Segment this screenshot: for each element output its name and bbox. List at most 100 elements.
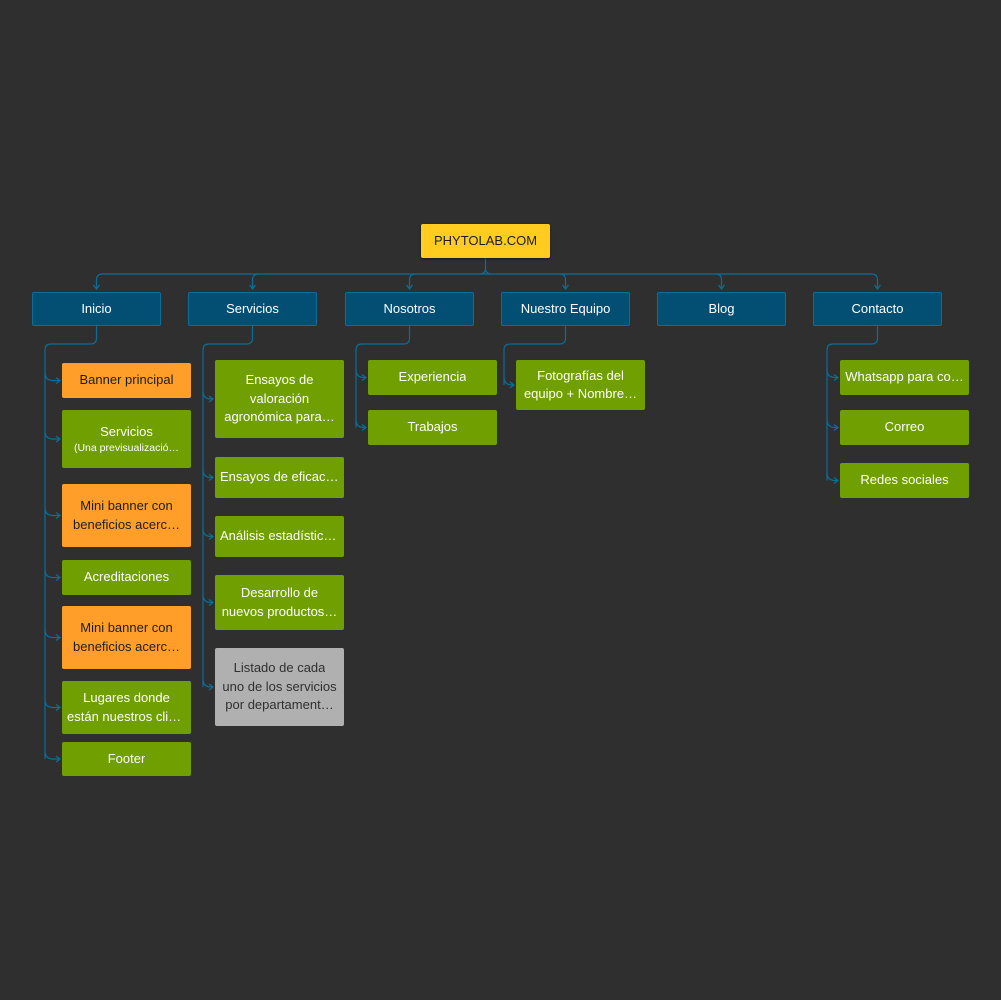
section-node-nuestro-equipo[interactable]: Nuestro Equipo bbox=[501, 292, 630, 326]
child-connector bbox=[355, 419, 366, 429]
child-connector-arrow bbox=[55, 377, 61, 384]
child-node-mini-banner-con[interactable]: Mini banner con beneficios acerc… bbox=[62, 606, 191, 669]
section-connector bbox=[95, 273, 103, 288]
node-label-line: beneficios acerc… bbox=[73, 516, 180, 532]
child-node-experiencia[interactable]: Experiencia bbox=[368, 360, 497, 395]
child-node-trabajos[interactable]: Trabajos bbox=[368, 410, 497, 445]
node-label-line: Correo bbox=[884, 419, 925, 435]
node-label-line: uno de los servicios bbox=[222, 678, 337, 694]
node-label-line: nuevos productos… bbox=[221, 603, 338, 619]
child-node-analisis-estadistico[interactable]: Análisis estadístico… bbox=[215, 516, 344, 557]
child-node-lugares-donde[interactable]: Lugares donde están nuestros clie… bbox=[62, 681, 191, 734]
child-node-ensayos-de-eficaci[interactable]: Ensayos de eficaci… bbox=[215, 457, 344, 498]
child-connector-arrow bbox=[208, 474, 214, 481]
child-connector bbox=[202, 390, 213, 400]
child-connector-arrow bbox=[55, 435, 61, 443]
node-label-line: Blog bbox=[708, 300, 735, 316]
child-connector bbox=[44, 750, 60, 760]
section-node-servicios[interactable]: Servicios bbox=[188, 292, 317, 326]
node-label-line: valoración bbox=[249, 390, 310, 406]
section-node-blog[interactable]: Blog bbox=[657, 292, 786, 326]
section-connector-arrow bbox=[874, 284, 881, 290]
node-label-line: Experiencia bbox=[398, 369, 467, 385]
child-connector bbox=[202, 678, 213, 688]
child-connector-arrow bbox=[208, 599, 214, 606]
section-connector bbox=[251, 273, 259, 288]
node-label-line: Lugares donde bbox=[83, 690, 170, 705]
child-spine bbox=[503, 326, 567, 385]
node-label-line: Ensayos de bbox=[245, 372, 314, 388]
child-node-mini-banner-con[interactable]: Mini banner con beneficios acerc… bbox=[62, 484, 191, 547]
child-node-servicios[interactable]: Servicios(Una previsualizació… bbox=[62, 410, 191, 468]
child-connector bbox=[355, 369, 366, 379]
node-label-line: Servicios bbox=[100, 423, 153, 439]
section-connector-arrow bbox=[562, 284, 569, 290]
section-connector bbox=[871, 273, 879, 288]
section-connector bbox=[715, 273, 723, 288]
node-label-line: Ensayos de eficaci… bbox=[220, 469, 339, 485]
child-connector bbox=[503, 376, 514, 386]
child-connector-arrow bbox=[55, 574, 61, 581]
node-label-line: Fotografías del bbox=[537, 367, 624, 383]
section-connector-arrow bbox=[93, 284, 100, 290]
section-node-inicio[interactable]: Inicio bbox=[32, 292, 161, 326]
section-connector-arrow bbox=[718, 284, 725, 290]
node-label-line: Inicio bbox=[81, 300, 112, 316]
child-connector bbox=[202, 469, 213, 479]
root-connector-right bbox=[484, 267, 492, 275]
node-label-line: Banner principal bbox=[79, 372, 174, 388]
child-connector-arrow bbox=[208, 533, 214, 540]
child-connector-arrow bbox=[55, 755, 61, 763]
child-connector bbox=[826, 419, 838, 429]
node-label-line: Contacto bbox=[851, 300, 904, 316]
root-connector-left bbox=[479, 258, 487, 275]
node-label-line: PHYTOLAB.COM bbox=[433, 232, 538, 248]
section-node-nosotros[interactable]: Nosotros bbox=[345, 292, 474, 326]
node-label-line: Listado de cada bbox=[233, 660, 326, 676]
node-label-line: Footer bbox=[107, 750, 146, 766]
child-connector bbox=[44, 507, 60, 517]
node-label-line: Servicios bbox=[226, 300, 279, 316]
node-label-line: Mini banner con bbox=[80, 620, 173, 635]
node-label-line: por departament… bbox=[225, 697, 334, 713]
node-label-line: agronómica para… bbox=[224, 409, 335, 425]
node-label-line: Whatsapp para co… bbox=[845, 369, 964, 385]
child-node-banner-principal[interactable]: Banner principal bbox=[62, 363, 191, 398]
node-label-line: Mini banner con bbox=[80, 498, 173, 513]
node-label-line: están nuestros clie… bbox=[67, 708, 186, 724]
child-node-whatsapp-para-co[interactable]: Whatsapp para co… bbox=[840, 360, 969, 395]
node-label-line: Redes sociales bbox=[860, 472, 949, 488]
node-label-line: beneficios acerc… bbox=[73, 638, 180, 654]
child-node-ensayos-de[interactable]: Ensayos de valoración agronómica para… bbox=[215, 360, 344, 438]
child-connector-arrow bbox=[361, 374, 367, 381]
section-connector-arrow bbox=[406, 284, 413, 290]
child-connector-arrow bbox=[833, 374, 839, 381]
child-connector bbox=[202, 528, 213, 538]
node-label-line: Trabajos bbox=[407, 419, 458, 435]
child-connector-arrow bbox=[833, 424, 839, 431]
node-label-line: Acreditaciones bbox=[83, 569, 170, 585]
root-node[interactable]: PHYTOLAB.COM bbox=[421, 224, 550, 258]
child-spine bbox=[355, 326, 411, 428]
child-connector-arrow bbox=[55, 512, 61, 519]
child-node-acreditaciones[interactable]: Acreditaciones bbox=[62, 560, 191, 595]
child-node-listado-de-cada[interactable]: Listado de cada uno de los servicios por d… bbox=[215, 648, 344, 726]
child-spine bbox=[44, 326, 98, 759]
child-connector bbox=[826, 369, 838, 379]
child-connector-arrow bbox=[361, 424, 367, 431]
child-node-redes-sociales[interactable]: Redes sociales bbox=[840, 463, 969, 498]
section-node-contacto[interactable]: Contacto bbox=[813, 292, 942, 326]
section-connector bbox=[408, 273, 416, 288]
section-connector bbox=[559, 273, 567, 288]
child-spine bbox=[826, 326, 879, 481]
child-node-footer[interactable]: Footer bbox=[62, 742, 191, 776]
child-node-correo[interactable]: Correo bbox=[840, 410, 969, 445]
child-connector bbox=[202, 594, 213, 604]
node-label-line: Nosotros bbox=[383, 300, 436, 316]
child-connector-arrow bbox=[208, 683, 214, 691]
child-connector bbox=[44, 372, 60, 382]
